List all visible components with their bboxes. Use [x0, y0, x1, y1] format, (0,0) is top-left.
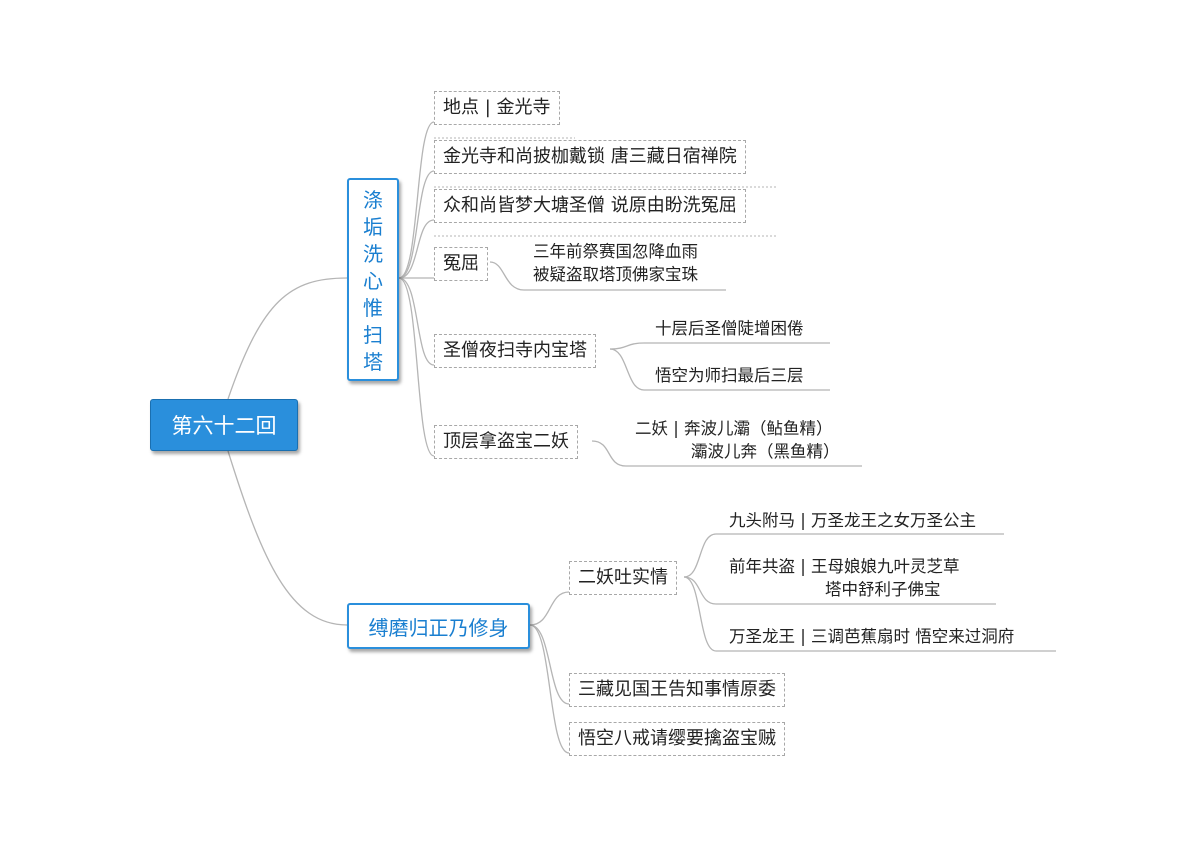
subtopic-demons-confess[interactable]: 二妖吐实情	[569, 561, 677, 595]
branch-title-char: 垢	[363, 215, 383, 239]
link-b1-item4-details	[489, 261, 726, 291]
link-b1-item6-details	[591, 440, 862, 467]
detail-text: 悟空为师扫最后三层	[655, 366, 804, 385]
branch-title-char: 心	[363, 269, 383, 293]
subtopic-tell-king[interactable]: 三藏见国王告知事情原委	[569, 673, 785, 707]
branch-title-char: 扫	[363, 323, 383, 347]
link-root-branch2	[227, 450, 348, 626]
link-b1-item3	[398, 219, 435, 279]
branch-topic-1[interactable]: 涤 垢 洗 心 惟 扫 塔	[347, 178, 399, 381]
link-root-branch1	[227, 277, 348, 400]
branch-title-char: 洗	[363, 242, 383, 266]
link-b1-item2	[398, 170, 435, 279]
link-b1-item6	[398, 277, 435, 457]
link-b1-item5	[398, 277, 435, 366]
branch-title-char: 塔	[363, 350, 383, 374]
branch-title-char: 惟	[363, 296, 383, 320]
link-b2-item1	[529, 591, 570, 626]
branch-title-char: 涤	[363, 188, 383, 212]
detail-text: 二妖 | 奔波儿灞（鲇鱼精）	[635, 419, 833, 438]
root-topic[interactable]: 第六十二回	[150, 399, 298, 451]
link-b2-item2	[529, 624, 570, 705]
link-b2-item1-middle	[683, 576, 996, 605]
link-b2-item3	[529, 624, 570, 754]
link-b2-item1-lower	[683, 576, 1056, 652]
detail-text: 九头附马 | 万圣龙王之女万圣公主	[729, 511, 977, 530]
detail-text: 十层后圣僧陡增困倦	[655, 319, 804, 338]
detail-text: 塔中舒利子佛宝	[825, 580, 941, 599]
subtopic-injustice[interactable]: 冤屈	[434, 247, 488, 281]
detail-text: 前年共盗 | 王母娘娘九叶灵芝草	[729, 557, 960, 576]
link-b2-item1-upper	[683, 533, 1004, 578]
link-b1-item1	[398, 121, 435, 279]
detail-text: 三年前祭赛国忽降血雨	[533, 242, 698, 261]
subtopic-location[interactable]: 地点 | 金光寺	[434, 91, 560, 125]
subtopic-monks-shackled[interactable]: 金光寺和尚披枷戴锁 唐三藏日宿禅院	[434, 140, 746, 174]
link-b1-item5-lower	[609, 348, 830, 391]
subtopic-monks-dream[interactable]: 众和尚皆梦大塘圣僧 说原由盼洗冤屈	[434, 189, 746, 223]
link-b1-item5-upper	[609, 342, 830, 350]
detail-text: 灞波儿奔（黑鱼精）	[691, 442, 840, 461]
detail-text: 被疑盗取塔顶佛家宝珠	[533, 265, 698, 284]
branch-topic-2[interactable]: 缚磨归正乃修身	[347, 603, 530, 649]
detail-text: 万圣龙王 | 三调芭蕉扇时 悟空来过洞府	[729, 627, 1015, 646]
subtopic-sweep-pagoda[interactable]: 圣僧夜扫寺内宝塔	[434, 334, 596, 368]
subtopic-volunteer-capture[interactable]: 悟空八戒请缨要擒盗宝贼	[569, 722, 785, 756]
subtopic-catch-demons[interactable]: 顶层拿盗宝二妖	[434, 425, 578, 459]
